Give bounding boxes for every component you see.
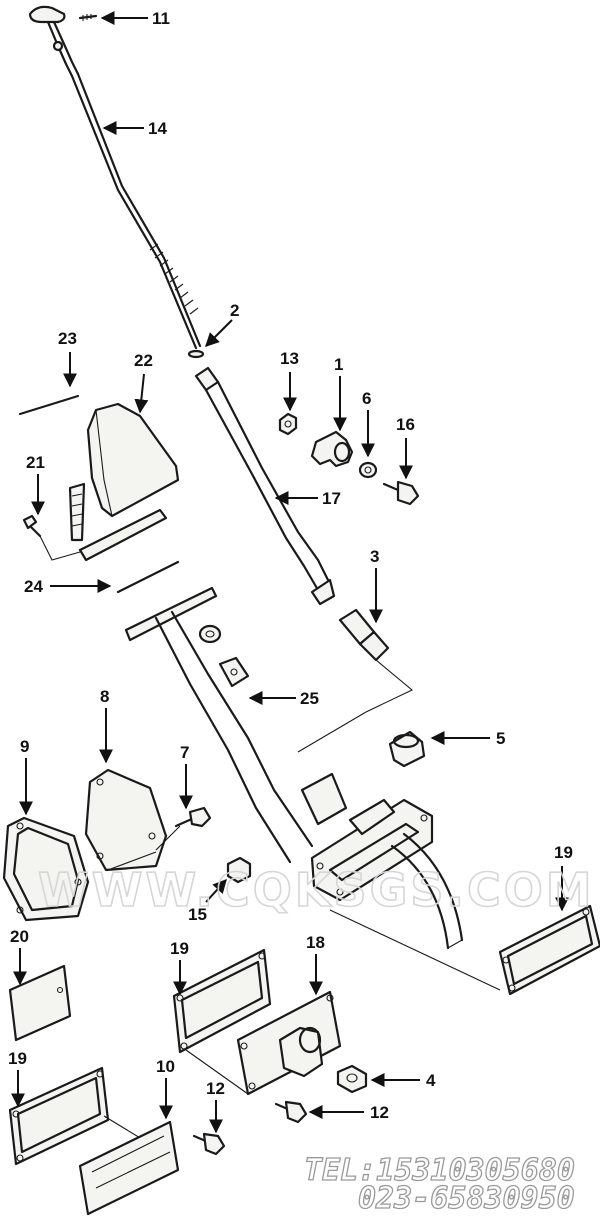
part-16-bolt [382,480,420,506]
callout-5: 5 [496,729,505,748]
part-22-gasket [78,508,168,562]
callout-7: 7 [180,743,189,762]
suction-bend-pipe [390,832,464,950]
callout-11: 11 [152,9,170,28]
part-5-plug [388,730,426,768]
callout-13: 13 [280,349,299,368]
callout-labels: 11 14 2 23 22 13 1 6 16 21 17 3 24 25 8 … [8,9,573,1122]
part-6-washer [358,461,378,479]
dipstick-handle [28,5,80,78]
callout-16: 16 [396,415,415,434]
callout-20: 20 [10,927,29,946]
callout-6: 6 [362,389,371,408]
suction-flange-housing [310,798,434,902]
part-17-guide-tube [194,366,336,606]
callout-17: 17 [322,489,341,508]
callout-18: 18 [306,933,325,952]
callout-12-bottom: 12 [206,1079,225,1098]
callout-10: 10 [156,1057,175,1076]
callout-15: 15 [188,905,207,924]
dipstick-blade [70,72,202,350]
part-18-flange-plate [185,990,342,1096]
callout-19-right: 19 [554,843,573,862]
part-9-gasket [2,816,90,922]
part-23-stud [18,394,80,416]
part-13-nut [278,412,298,436]
part-19-gasket-bottom [8,1066,161,1166]
callout-25: 25 [300,689,319,708]
callout-12-middle: 12 [370,1103,389,1122]
callout-arrows [11,11,569,1134]
part-7-capscrew [107,806,212,871]
contact-alt-phone: 023-65830950 [358,1181,575,1216]
transfer-plate [124,586,218,642]
part-24-seal [116,560,180,594]
contact-phone: TEL:15310305680 [304,1153,575,1188]
part-4-plug [336,1064,368,1094]
part-3-adapter [297,608,414,753]
part-25-washer [218,656,250,688]
oil-suction-tube [154,610,348,864]
part-8-cover [84,768,168,872]
part-12-capscrew-middle [274,1100,308,1124]
callout-14: 14 [148,119,167,138]
callout-9: 9 [20,737,29,756]
part-15-nut [226,856,252,884]
callout-19-middle: 19 [170,939,189,958]
part-19-gasket-right [329,904,600,996]
part-19-gasket-middle [172,948,272,1054]
part-21-capscrew [22,482,86,561]
part-12-capscrew-bottom [192,1132,226,1156]
callout-1: 1 [334,355,343,374]
watermark-url: WWW.CQKSGS.COM [38,863,595,917]
part-22-bracket [86,402,180,518]
callout-3: 3 [370,547,379,566]
callout-21: 21 [26,453,45,472]
part-10-cover-plate [78,1120,180,1216]
callout-2: 2 [230,301,239,320]
callout-22: 22 [134,351,153,370]
callout-24: 24 [24,577,43,596]
callout-19-bottom: 19 [8,1049,27,1068]
callout-23: 23 [58,329,77,348]
part-11-pin [78,14,98,21]
part-2-oring [187,349,205,359]
callout-8: 8 [100,687,109,706]
part-1-clamp [310,430,354,468]
tube-ferrule [198,624,222,644]
callout-4: 4 [426,1071,436,1090]
